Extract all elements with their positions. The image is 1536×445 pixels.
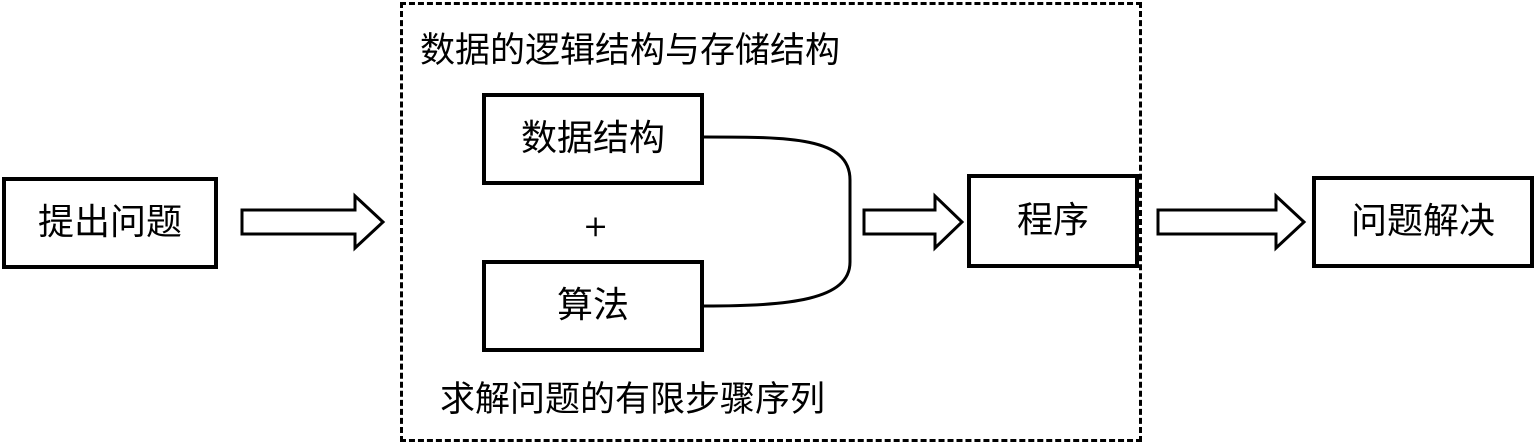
top-caption: 数据的逻辑结构与存储结构 (420, 31, 841, 71)
arrow-group-to-program (862, 192, 965, 252)
merge-bracket (703, 135, 852, 308)
plus-sign: + (583, 209, 609, 244)
start-node: 提出问题 (2, 177, 218, 269)
data-structure-label: 数据结构 (520, 118, 665, 159)
arrow-start-to-group (240, 192, 386, 252)
start-node-label: 提出问题 (37, 202, 182, 243)
data-structure-node: 数据结构 (482, 93, 704, 185)
end-node-label: 问题解决 (1350, 201, 1495, 242)
arrow-program-to-end (1156, 192, 1307, 252)
algorithm-node: 算法 (482, 260, 704, 352)
bottom-caption: 求解问题的有限步骤序列 (440, 380, 826, 420)
program-label: 程序 (1016, 200, 1089, 241)
dashed-group-frame (400, 2, 1142, 442)
algorithm-label: 算法 (556, 285, 629, 326)
end-node: 问题解决 (1312, 176, 1534, 268)
program-node: 程序 (967, 174, 1139, 268)
